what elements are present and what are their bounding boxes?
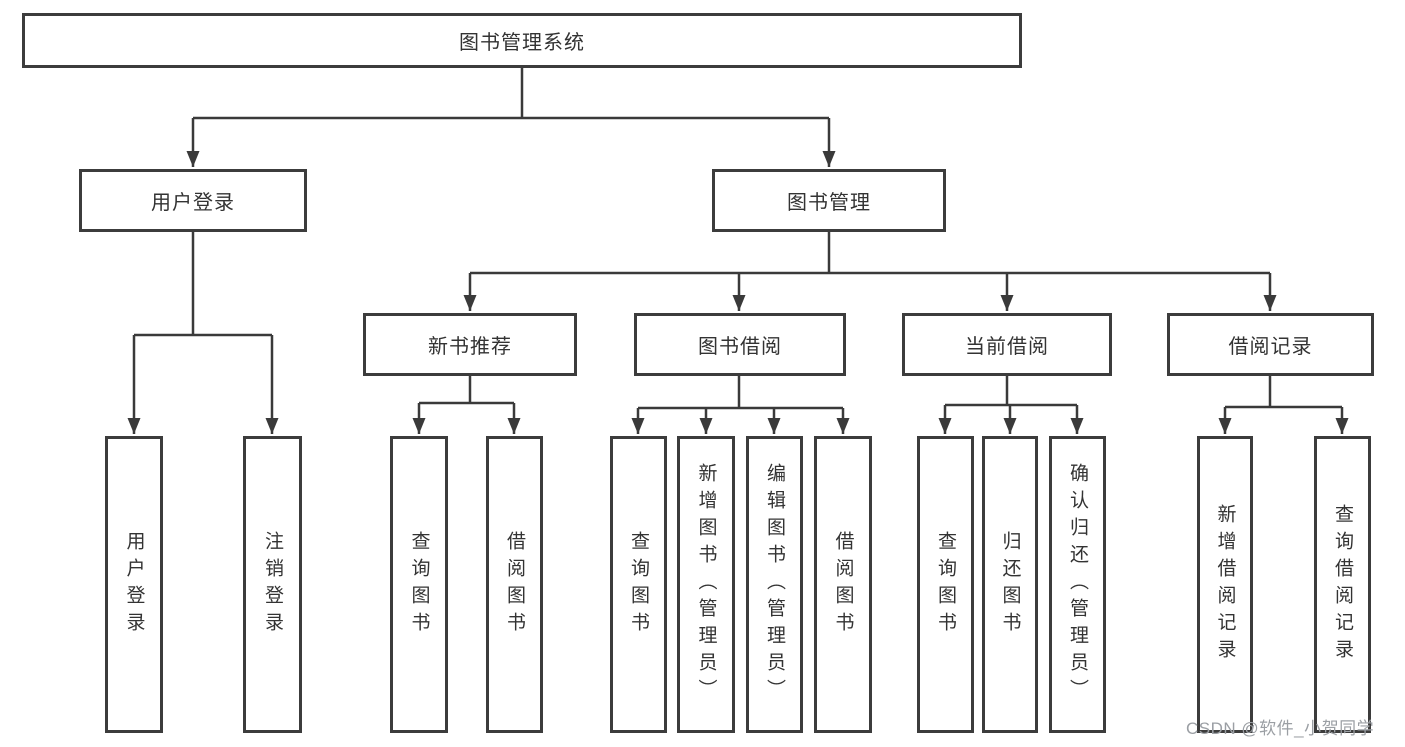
leaf-edit-book-admin: 编辑图书（管理员） [746,436,803,733]
leaf-logout: 注销登录 [243,436,302,733]
leaf-confirm-return-admin: 确认归还（管理员） [1049,436,1106,733]
leaf-current-query-book-label: 查询图书 [935,530,956,639]
leaf-add-borrow-record: 新增借阅记录 [1197,436,1253,733]
leaf-return-book: 归还图书 [982,436,1038,733]
leaf-rec-query-book-label: 查询图书 [408,530,430,639]
leaf-user-login: 用户登录 [105,436,163,733]
csdn-watermark: CSDN @软件_小贺同学 [1186,719,1375,738]
node-user-login: 用户登录 [79,169,307,232]
leaf-return-book-label: 归还图书 [999,530,1021,639]
leaf-add-book-admin-label: 新增图书（管理员） [695,463,717,706]
leaf-user-login-label: 用户登录 [123,530,145,639]
leaf-borrow-query-book: 查询图书 [610,436,667,733]
node-root: 图书管理系统 [22,13,1022,68]
leaf-rec-query-book: 查询图书 [390,436,448,733]
leaf-query-borrow-record: 查询借阅记录 [1314,436,1371,733]
node-current-borrow: 当前借阅 [902,313,1112,376]
leaf-rec-borrow-book: 借阅图书 [486,436,543,733]
node-book-borrow: 图书借阅 [634,313,846,376]
node-book-management: 图书管理 [712,169,946,232]
node-borrow-record: 借阅记录 [1167,313,1374,376]
leaf-add-book-admin: 新增图书（管理员） [677,436,735,733]
leaf-query-borrow-record-label: 查询借阅记录 [1332,503,1353,666]
leaf-rec-borrow-book-label: 借阅图书 [504,530,525,639]
leaf-borrow-book-label: 借阅图书 [832,530,854,639]
leaf-edit-book-admin-label: 编辑图书（管理员） [764,463,785,706]
leaf-confirm-return-admin-label: 确认归还（管理员） [1067,463,1088,706]
leaf-logout-label: 注销登录 [262,530,283,639]
leaf-current-query-book: 查询图书 [917,436,974,733]
leaf-borrow-book: 借阅图书 [814,436,872,733]
connector-group [127,68,1349,434]
node-new-book-recommend: 新书推荐 [363,313,577,376]
leaf-add-borrow-record-label: 新增借阅记录 [1214,503,1236,666]
leaf-borrow-query-book-label: 查询图书 [628,530,649,639]
